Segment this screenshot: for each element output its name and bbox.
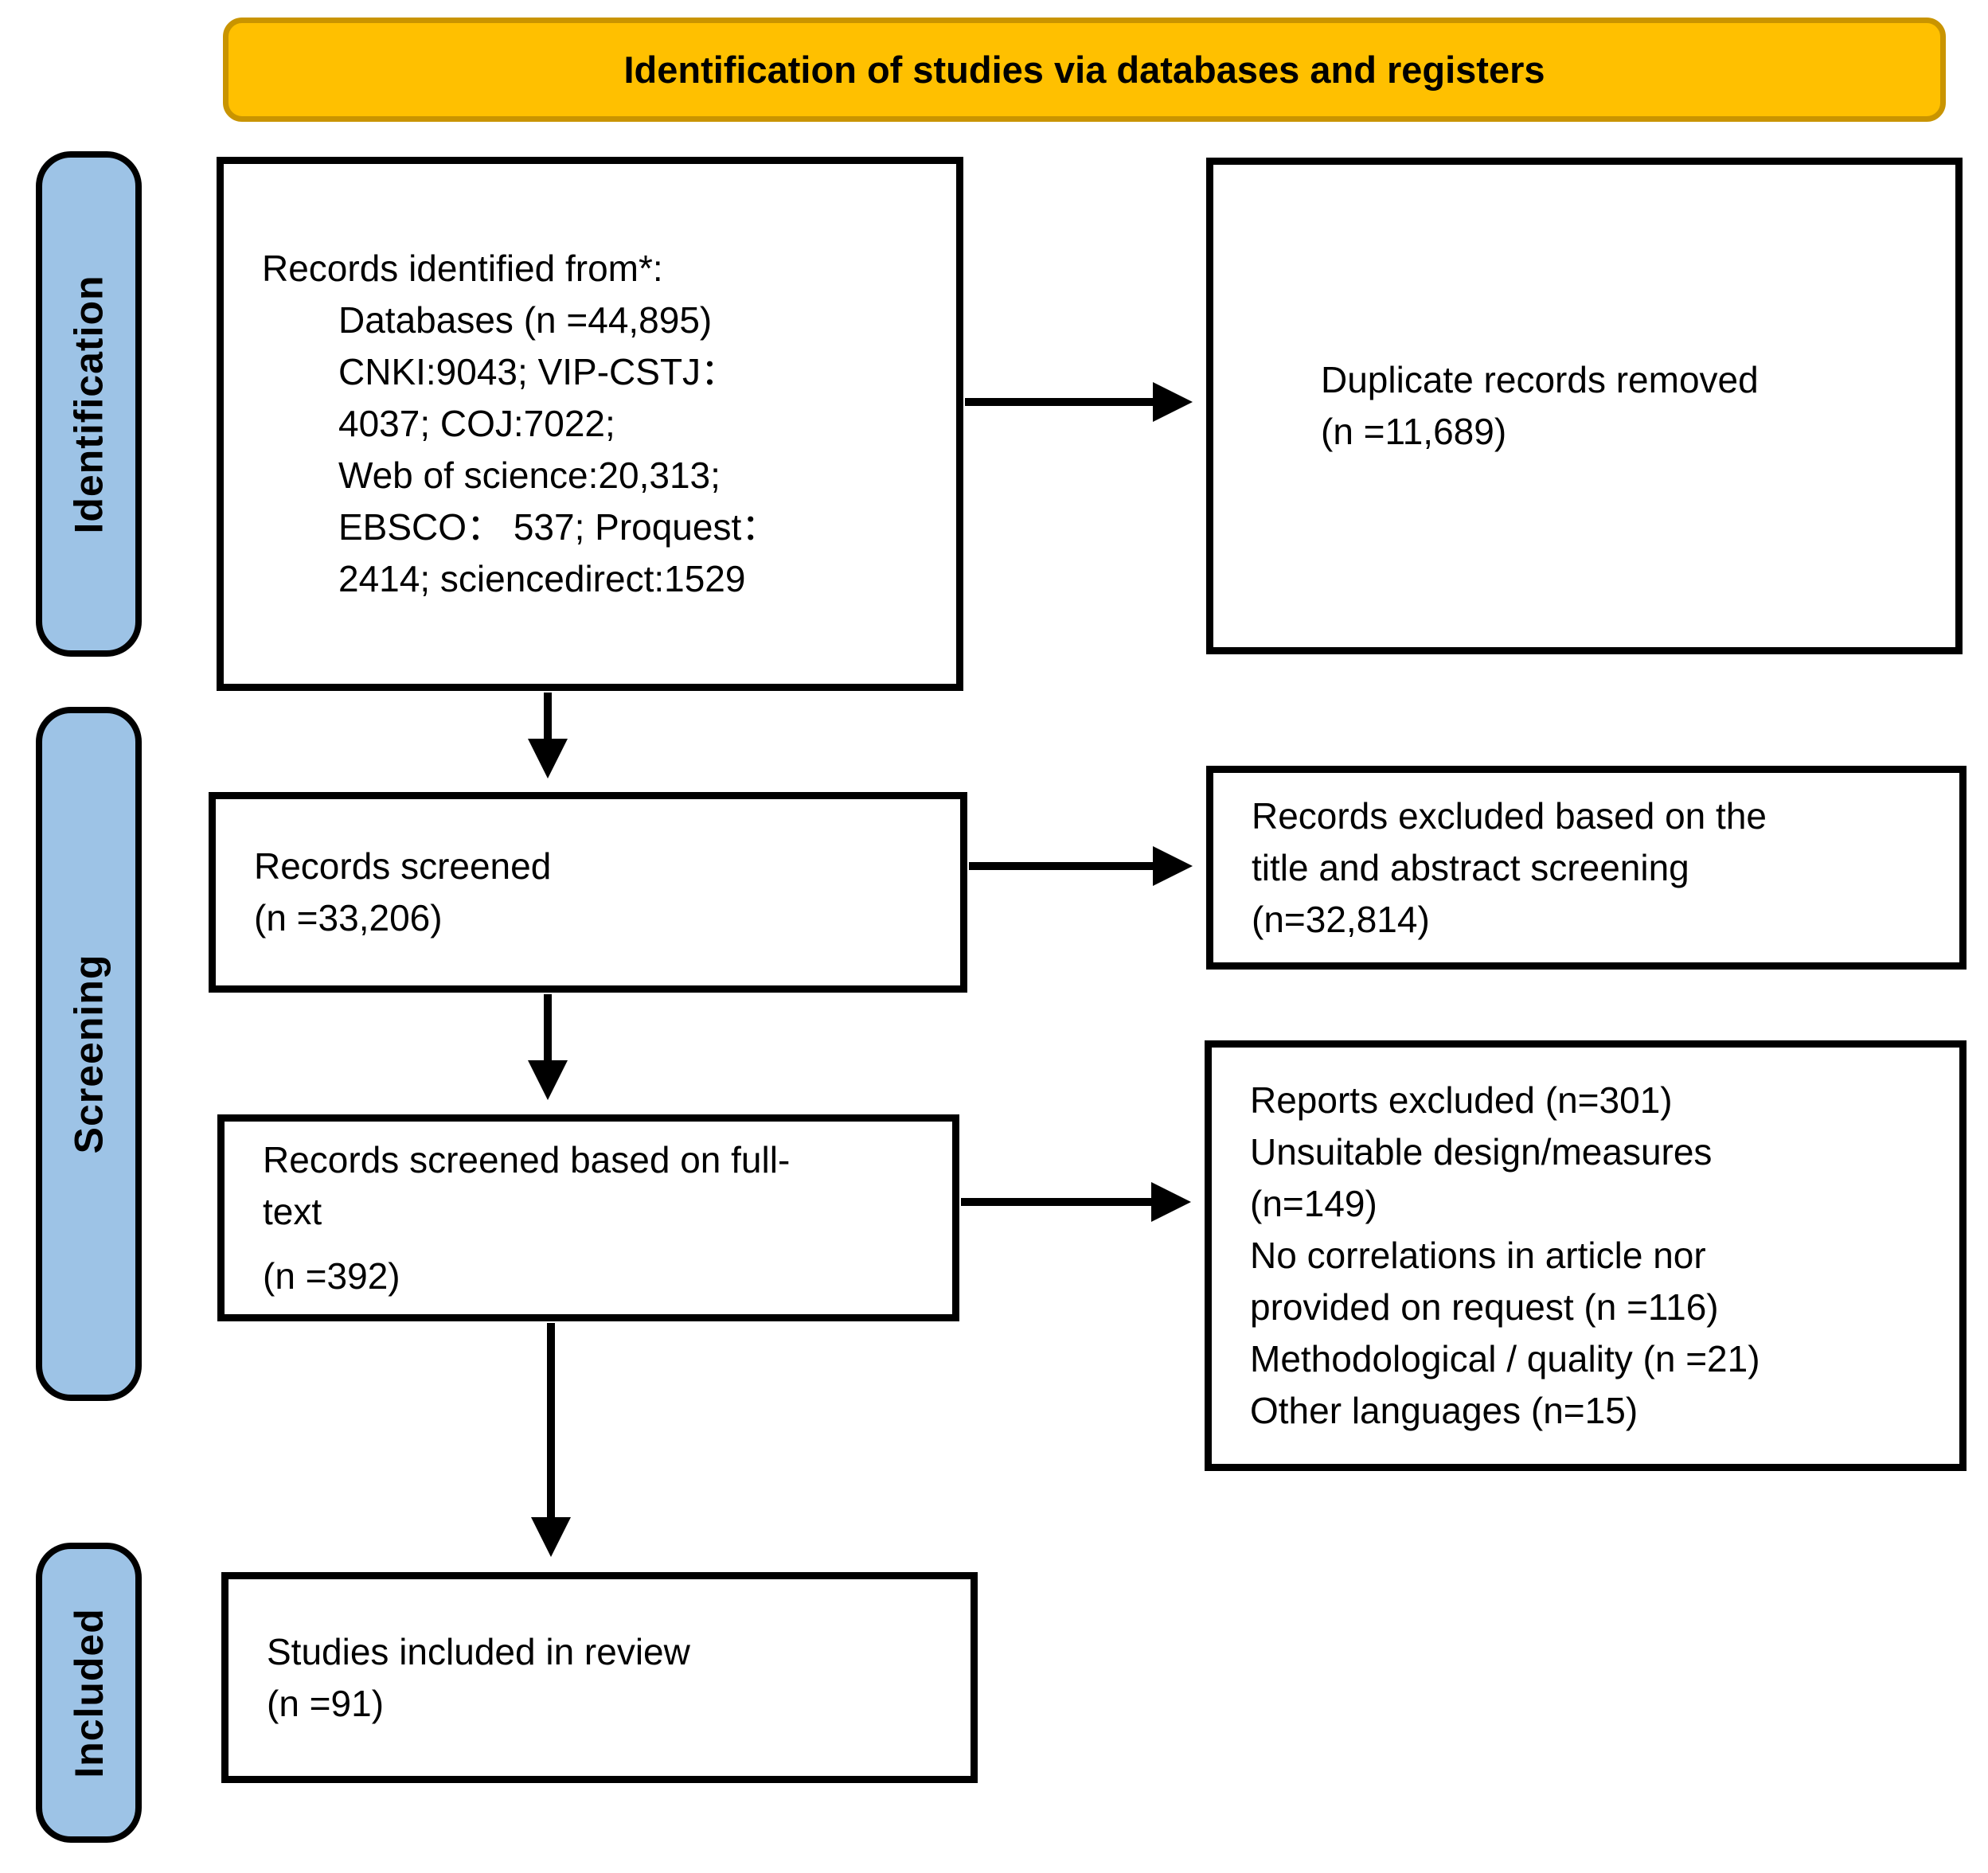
records-identified-details: Databases (n =44,895) CNKI:9043; VIP-CST…: [338, 299, 779, 599]
studies-included-text: Studies included in review (n =91): [267, 1630, 690, 1724]
records-screened-fulltext-text: Records screened based on full- text: [263, 1138, 791, 1232]
stage-label-identification: Identification: [36, 151, 142, 657]
stage-label-identification-text: Identification: [66, 274, 111, 534]
box-reports-excluded: Reports excluded (n=301) Unsuitable desi…: [1205, 1040, 1967, 1471]
stage-label-included-text: Included: [66, 1607, 111, 1778]
records-identified-intro: Records identified from*:: [262, 248, 663, 289]
diagram-title-banner: Identification of studies via databases …: [223, 18, 1946, 122]
box-duplicate-records-removed: Duplicate records removed (n =11,689): [1206, 158, 1963, 654]
records-screened-text: Records screened (n =33,206): [254, 845, 552, 938]
records-screened-fulltext-count: (n =392): [263, 1255, 400, 1297]
box-records-excluded-title-abstract: Records excluded based on the title and …: [1206, 766, 1967, 970]
box-studies-included: Studies included in review (n =91): [221, 1572, 978, 1783]
box-records-screened-fulltext: Records screened based on full- text (n …: [217, 1114, 959, 1321]
stage-label-screening: Screening: [36, 707, 142, 1401]
reports-excluded-text: Reports excluded (n=301) Unsuitable desi…: [1250, 1079, 1760, 1431]
stage-label-included: Included: [36, 1543, 142, 1843]
diagram-title: Identification of studies via databases …: [623, 49, 1545, 91]
box-records-screened: Records screened (n =33,206): [209, 792, 967, 993]
stage-label-screening-text: Screening: [66, 954, 111, 1154]
duplicate-records-removed-text: Duplicate records removed (n =11,689): [1321, 359, 1759, 452]
records-excluded-title-abstract-text: Records excluded based on the title and …: [1252, 794, 1767, 940]
box-records-identified: Records identified from*: Databases (n =…: [217, 157, 963, 691]
